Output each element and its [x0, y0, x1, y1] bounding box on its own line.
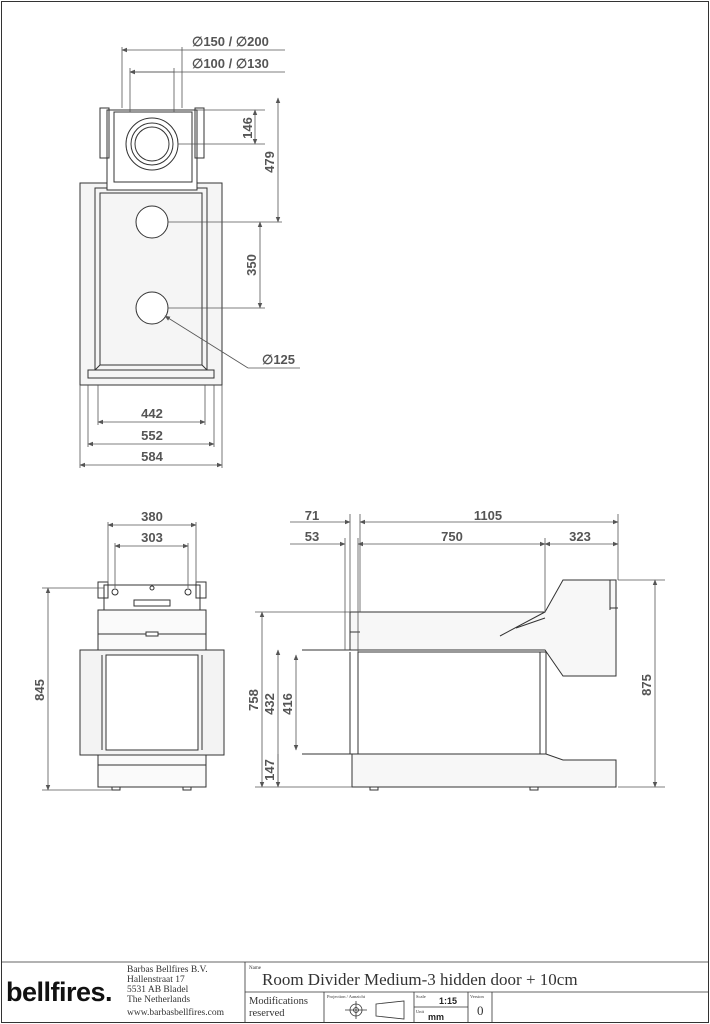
- unit-value: mm: [428, 1012, 444, 1022]
- dim-432: 432: [262, 693, 277, 715]
- title-block: [1, 961, 709, 1022]
- flue-outlet-outer: [125, 117, 179, 171]
- dim-479: 479: [262, 151, 277, 173]
- scale-value: 1:15: [439, 996, 457, 1006]
- dim-380: 380: [141, 509, 163, 524]
- dim-146: 146: [240, 117, 255, 139]
- front-view-glass: [105, 654, 199, 751]
- front-view: [79, 581, 225, 791]
- dim-71: 71: [305, 508, 319, 523]
- dim-323: 323: [569, 529, 591, 544]
- front-view-labels: 380 303 845: [32, 509, 163, 701]
- dim-147: 147: [262, 759, 277, 781]
- top-view-dimensions: [79, 47, 300, 468]
- product-name: Room Divider Medium-3 hidden door + 10cm: [262, 970, 578, 989]
- name-caption: Name: [249, 966, 262, 971]
- address-line: 5531 AB Bladel: [127, 985, 189, 995]
- dim-416: 416: [280, 693, 295, 715]
- side-view-labels: 71 1105 53 750 323 758 432 416 147 875: [246, 508, 654, 781]
- version-value: 0: [477, 1003, 484, 1018]
- dim-350: 350: [244, 254, 259, 276]
- version-caption: Version: [470, 994, 484, 999]
- flue-opening-upper: [135, 205, 169, 239]
- dim-584: 584: [141, 449, 163, 464]
- dim-442: 442: [141, 406, 163, 421]
- dim-dia-125: ∅125: [262, 352, 295, 367]
- front-view-base: [97, 754, 207, 788]
- dim-53: 53: [305, 529, 319, 544]
- dim-303: 303: [141, 530, 163, 545]
- modifications-line-1: Modifications: [249, 996, 308, 1007]
- dim-845: 845: [32, 679, 47, 701]
- top-view-labels: ∅150 / ∅200 ∅100 / ∅130 146 479 350 ∅125…: [141, 34, 295, 464]
- address-line: Barbas Bellfires B.V.: [127, 964, 208, 975]
- dim-1105: 1105: [474, 508, 502, 523]
- dim-750: 750: [441, 529, 463, 544]
- dim-flue-outer: ∅150 / ∅200: [192, 34, 269, 49]
- modifications-line-2: reserved: [249, 1008, 285, 1019]
- flue-opening-lower: [135, 291, 169, 325]
- dim-875: 875: [639, 674, 654, 696]
- dim-flue-inner: ∅100 / ∅130: [192, 56, 269, 71]
- side-view-base: [351, 753, 617, 788]
- address-line: www.barbasbellfires.com: [127, 1007, 225, 1018]
- dim-552: 552: [141, 428, 163, 443]
- projection-caption: Projection / Aanzicht: [327, 994, 366, 999]
- brand-logo: bellfires.: [6, 977, 112, 1007]
- scale-caption: Scale: [416, 994, 426, 999]
- side-view: [302, 579, 618, 791]
- address-line: Hallenstraat 17: [127, 975, 185, 985]
- unit-caption: Unit: [416, 1009, 425, 1014]
- side-view-glass: [357, 651, 547, 755]
- dim-758: 758: [246, 689, 261, 711]
- front-view-neck: [97, 609, 207, 651]
- address-line: The Netherlands: [127, 995, 190, 1005]
- side-view-hood: [349, 579, 617, 677]
- projection-symbol-icon: [345, 1000, 405, 1020]
- top-view: [79, 107, 223, 386]
- side-view-dimensions: [255, 514, 665, 788]
- company-address: Barbas Bellfires B.V. Hallenstraat 17 55…: [127, 964, 225, 1018]
- front-view-dimensions: [42, 522, 197, 791]
